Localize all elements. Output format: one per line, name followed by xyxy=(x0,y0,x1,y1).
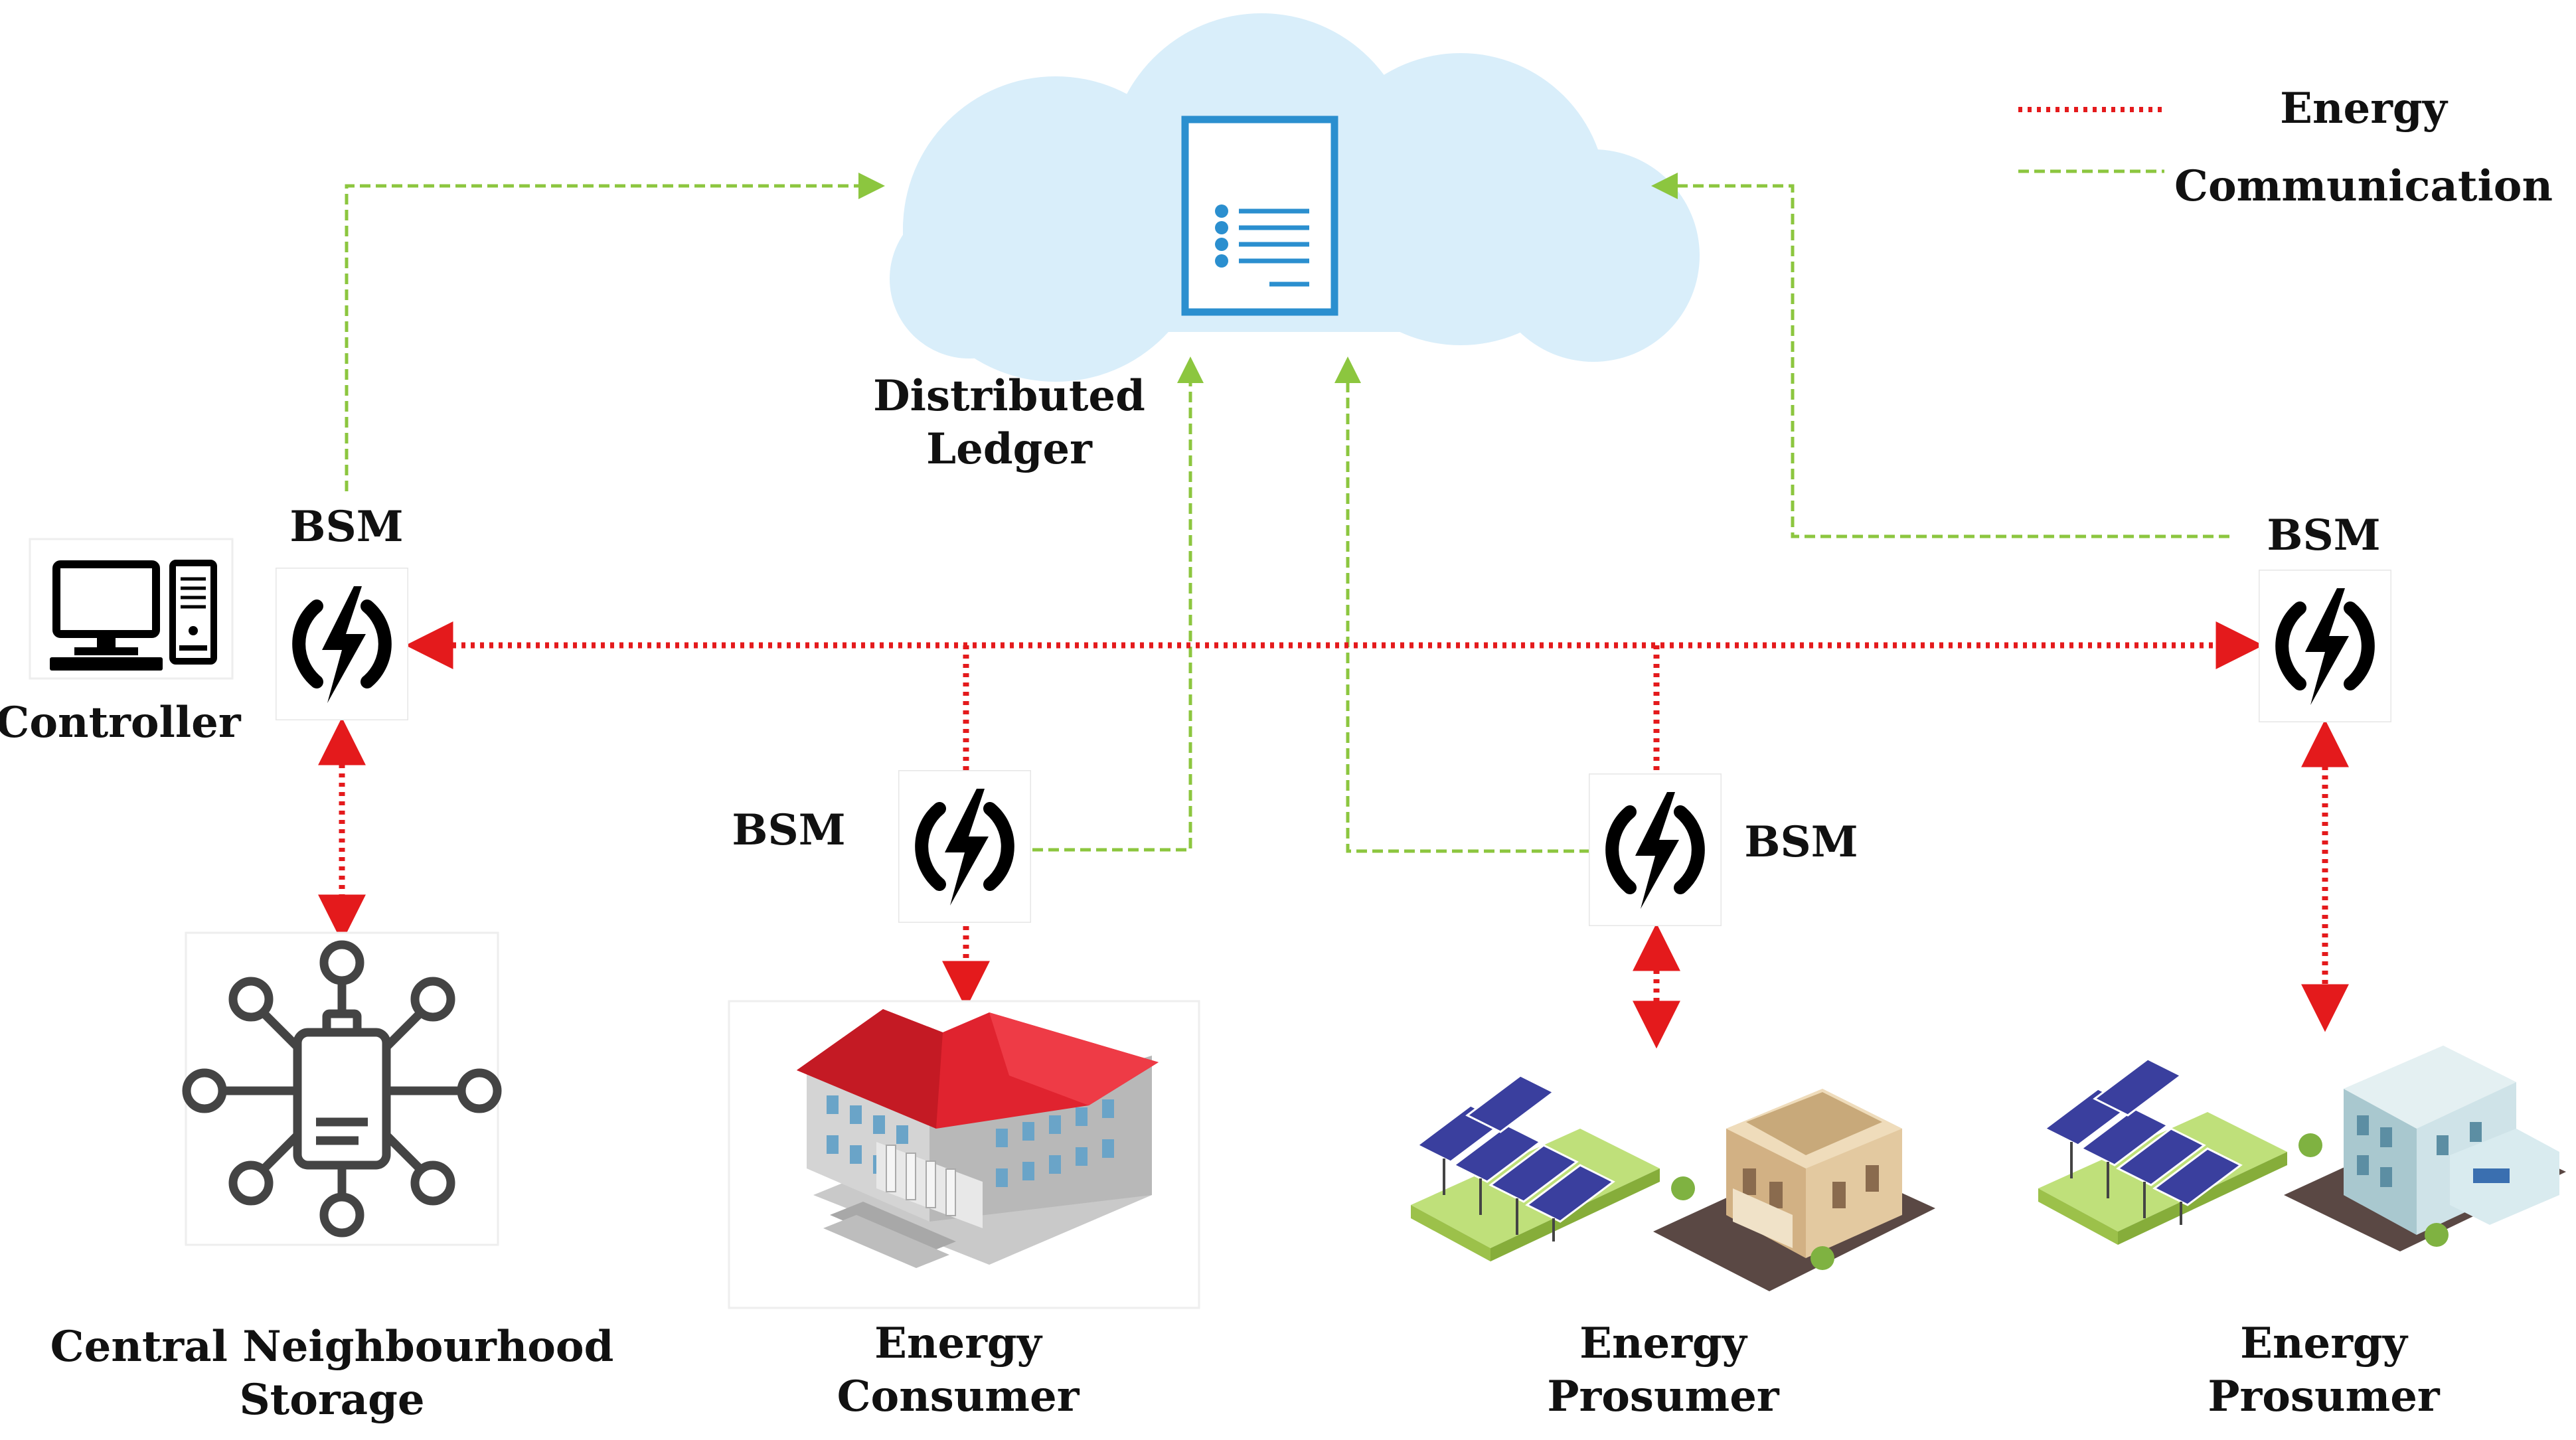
bsm-consumer-icon xyxy=(898,770,1031,923)
bsm-prosumer1-icon xyxy=(1589,773,1722,926)
comm-link-prosumer2 xyxy=(1651,173,2229,538)
ledger-label-line2: Ledger xyxy=(926,424,1093,474)
controller-label: Controller xyxy=(0,698,242,748)
battery-hub-icon xyxy=(182,931,502,1246)
storage-label-line1: Central Neighbourhood xyxy=(50,1322,614,1372)
solar-panel-icon xyxy=(1415,1074,1615,1223)
bsm-controller-icon xyxy=(276,568,408,720)
cloud-ledger xyxy=(890,13,1700,382)
prosumer1-label-line2: Prosumer xyxy=(1547,1372,1780,1421)
prosumer1-solar-museum-icon xyxy=(1411,1074,1935,1291)
legend: Energy Communication xyxy=(2018,84,2553,211)
prosumer2-label-line1: Energy xyxy=(2240,1319,2409,1368)
consumer-label-line1: Energy xyxy=(874,1319,1043,1368)
bsm-prosumer1-label: BSM xyxy=(1744,817,1858,867)
comm-link-prosumer1 xyxy=(1334,357,1590,853)
comm-link-controller xyxy=(345,173,885,491)
bsm-controller-label: BSM xyxy=(289,502,403,552)
consumer-label-line2: Consumer xyxy=(837,1372,1080,1421)
controller-computer-icon xyxy=(29,538,234,680)
energy-links xyxy=(318,621,2349,1049)
bsm-prosumer2-icon xyxy=(2259,570,2391,722)
legend-energy-label: Energy xyxy=(2280,84,2449,133)
bsm-consumer-label: BSM xyxy=(732,805,845,855)
prosumer2-label-line2: Prosumer xyxy=(2208,1372,2441,1421)
storage-label-line2: Storage xyxy=(239,1375,424,1425)
comm-link-consumer xyxy=(1032,357,1204,852)
consumer-building-icon xyxy=(728,1000,1200,1309)
prosumer2-solar-police-icon xyxy=(2038,1046,2566,1251)
legend-communication-label: Communication xyxy=(2174,161,2553,211)
ledger-label-line1: Distributed xyxy=(873,371,1145,421)
solar-panel-icon xyxy=(2043,1058,2243,1206)
ledger-document-icon xyxy=(1181,116,1338,316)
communication-links xyxy=(345,173,2229,853)
bsm-prosumer2-label: BSM xyxy=(2267,511,2380,560)
prosumer1-label-line1: Energy xyxy=(1579,1319,1748,1368)
